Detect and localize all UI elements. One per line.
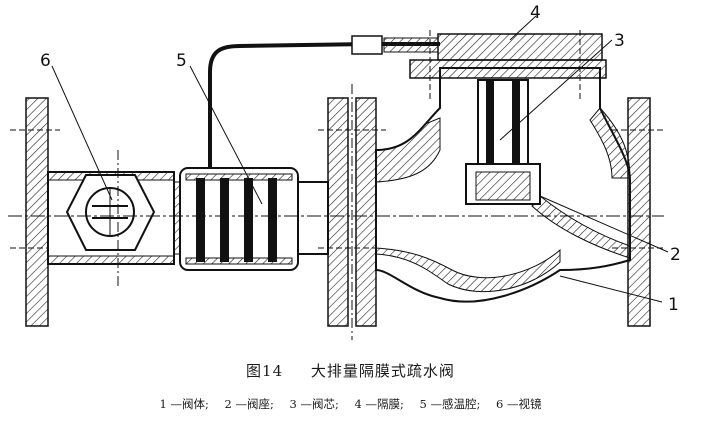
legend-item-6: 6 —视镜 [496,397,542,411]
callout-6: 6 [40,51,51,71]
legend-item-5: 5 —感温腔; [419,397,481,411]
diaphragm-cover [409,30,607,100]
callout-4: 4 [530,3,541,23]
legend-item-1: 1 —阀体; [159,397,209,411]
outlet-flange [612,97,664,327]
legend-item-2: 2 —阀座; [224,397,274,411]
valve-core [465,79,541,205]
temperature-sensing-chamber [179,167,299,271]
valve-cross-section-drawing: 6 5 3 4 2 1 [8,3,681,340]
callout-2: 2 [670,245,681,265]
callout-3: 3 [614,31,625,51]
figure-title: 大排量隔膜式疏水阀 [310,362,455,380]
legend-item-4: 4 —隔膜; [354,397,404,411]
figure-number: 图14 [246,362,284,380]
legend-item-3: 3 —阀芯; [289,397,339,411]
middle-flanges [318,84,386,340]
callout-5: 5 [176,51,187,71]
parts-legend: 1 —阀体; 2 —阀座; 3 —阀芯; 4 —隔膜; 5 —感温腔; 6 —视… [0,396,701,412]
capillary-tube [208,42,440,168]
callout-1: 1 [668,295,679,315]
figure-caption: 图14 大排量隔膜式疏水阀 [0,360,701,381]
sight-glass-body [47,171,175,265]
